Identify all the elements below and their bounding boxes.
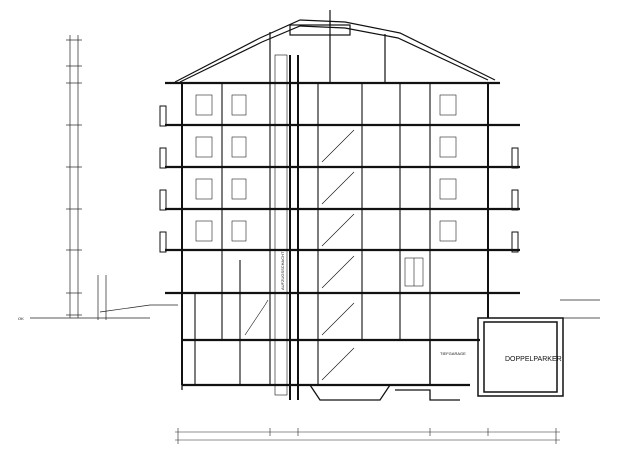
windows [195, 94, 457, 287]
ground-line [30, 299, 600, 319]
interior-walls [194, 83, 431, 385]
roof [174, 10, 496, 83]
stairs [244, 129, 355, 381]
foundation [181, 384, 460, 401]
lift-shaft [274, 54, 288, 396]
outer-walls [181, 55, 489, 400]
storage-label: TIEFGARAGE [440, 351, 466, 356]
garage-block [429, 317, 564, 397]
garage-label: DOPPELPARKER [505, 356, 562, 363]
lift-shaft-label: AUFZUGSSCHACHT [280, 251, 285, 290]
ground-ok-label: OK [18, 316, 24, 321]
bottom-dimension-line [175, 428, 560, 444]
balconies [159, 105, 519, 253]
left-elevation-ruler [66, 35, 107, 320]
